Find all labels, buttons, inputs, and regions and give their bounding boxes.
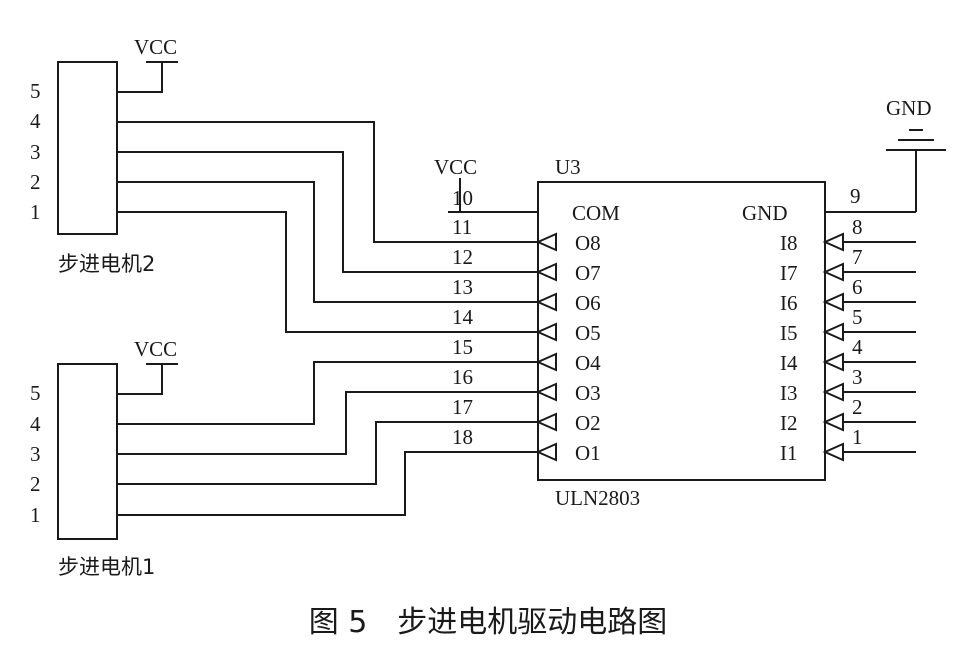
input-pin-8: 8 (852, 215, 863, 239)
chip-com-label: COM (572, 201, 620, 225)
output-arrow-o7 (535, 262, 557, 282)
input-pin-3: 3 (852, 365, 863, 389)
output-arrow-o2 (535, 412, 557, 432)
output-arrow-o1 (535, 442, 557, 462)
motor-2-vcc-wire (117, 62, 163, 93)
output-label-o2: O2 (575, 411, 601, 435)
motor-2-pin-5: 5 (30, 79, 41, 103)
motor-2: 5 4 3 2 1 步进电机2 VCC (30, 35, 178, 276)
figure-caption: 图 5 步进电机驱动电路图 (309, 605, 668, 640)
input-pin-5: 5 (852, 305, 863, 329)
chip-body (537, 181, 826, 481)
input-label-i4: I4 (780, 351, 798, 375)
input-pins: I8 8 I7 7 I6 6 I5 5 I4 4 I3 3 I2 (780, 215, 916, 465)
input-pin-7: 7 (852, 245, 863, 269)
input-arrow-i3 (822, 382, 844, 402)
motor-2-pin-1: 1 (30, 200, 41, 224)
input-arrow-i8 (822, 232, 844, 252)
input-pin-6: 6 (852, 275, 863, 299)
input-pin-2: 2 (852, 395, 863, 419)
output-pin-16: 16 (452, 365, 473, 389)
input-arrow-i7 (822, 262, 844, 282)
output-pin-14: 14 (452, 305, 474, 329)
gnd-pin-number: 9 (850, 184, 861, 208)
output-pins: O8 11 O7 12 O6 13 O5 14 O4 15 O3 16 O2 1… (452, 215, 601, 465)
motor-1-pin-4: 4 (30, 412, 41, 436)
motor-1-pin-1: 1 (30, 503, 41, 527)
wire-m2-pin2-o6 (117, 181, 538, 303)
input-pin-1: 1 (852, 425, 863, 449)
uln2803-chip: U3 ULN2803 COM GND VCC 10 GND 9 O8 11 O7… (434, 96, 946, 510)
input-arrow-i4 (822, 352, 844, 372)
motor-2-pin-3: 3 (30, 140, 41, 164)
chip-part-label: ULN2803 (555, 486, 640, 510)
motor-2-vcc-label: VCC (134, 35, 177, 59)
input-arrow-i5 (822, 322, 844, 342)
motor-1-pin-3: 3 (30, 442, 41, 466)
motor-2-body (57, 61, 118, 235)
output-arrow-o4 (535, 352, 557, 372)
motor-1-vcc-wire (117, 364, 163, 395)
output-label-o1: O1 (575, 441, 601, 465)
com-vcc-label: VCC (434, 155, 477, 179)
output-label-o7: O7 (575, 261, 601, 285)
output-pin-13: 13 (452, 275, 473, 299)
input-arrow-i1 (822, 442, 844, 462)
output-pin-11: 11 (452, 215, 472, 239)
motor-2-pin-2: 2 (30, 170, 41, 194)
wire-m1-pin3-o3 (117, 391, 538, 455)
input-label-i1: I1 (780, 441, 798, 465)
input-label-i2: I2 (780, 411, 798, 435)
output-arrow-o8 (535, 232, 557, 252)
input-label-i8: I8 (780, 231, 798, 255)
motor-1-pin-5: 5 (30, 381, 41, 405)
output-label-o6: O6 (575, 291, 601, 315)
output-pin-18: 18 (452, 425, 473, 449)
motor-1-wires (117, 361, 538, 516)
motor-1-label: 步进电机1 (58, 555, 155, 579)
motor-1-vcc-label: VCC (134, 337, 177, 361)
output-label-o4: O4 (575, 351, 601, 375)
output-label-o5: O5 (575, 321, 601, 345)
input-label-i5: I5 (780, 321, 798, 345)
output-arrow-o3 (535, 382, 557, 402)
output-label-o3: O3 (575, 381, 601, 405)
wire-m1-pin2-o2 (117, 421, 538, 485)
output-pin-12: 12 (452, 245, 473, 269)
input-pin-4: 4 (852, 335, 863, 359)
output-pin-17: 17 (452, 395, 473, 419)
output-arrow-o6 (535, 292, 557, 312)
output-label-o8: O8 (575, 231, 601, 255)
chip-ref-label: U3 (555, 155, 581, 179)
motor-1-pin-2: 2 (30, 472, 41, 496)
wire-m2-pin4-o8 (117, 121, 538, 243)
input-arrow-i2 (822, 412, 844, 432)
motor-2-label: 步进电机2 (58, 252, 155, 276)
motor-2-pin-4: 4 (30, 109, 41, 133)
motor-2-wires (117, 121, 538, 333)
wire-m1-pin1-o1 (117, 451, 538, 516)
input-arrow-i6 (822, 292, 844, 312)
input-label-i7: I7 (780, 261, 798, 285)
motor-1-body (57, 363, 118, 540)
wire-m1-pin4-o4 (117, 361, 538, 425)
output-pin-15: 15 (452, 335, 473, 359)
input-label-i6: I6 (780, 291, 798, 315)
chip-gnd-label: GND (742, 201, 788, 225)
motor-1: 5 4 3 2 1 步进电机1 VCC (30, 337, 178, 579)
gnd-label: GND (886, 96, 932, 120)
output-arrow-o5 (535, 322, 557, 342)
wire-m2-pin3-o7 (117, 151, 538, 273)
wire-m2-pin1-o5 (117, 211, 538, 333)
com-pin-number: 10 (452, 186, 473, 210)
input-label-i3: I3 (780, 381, 798, 405)
